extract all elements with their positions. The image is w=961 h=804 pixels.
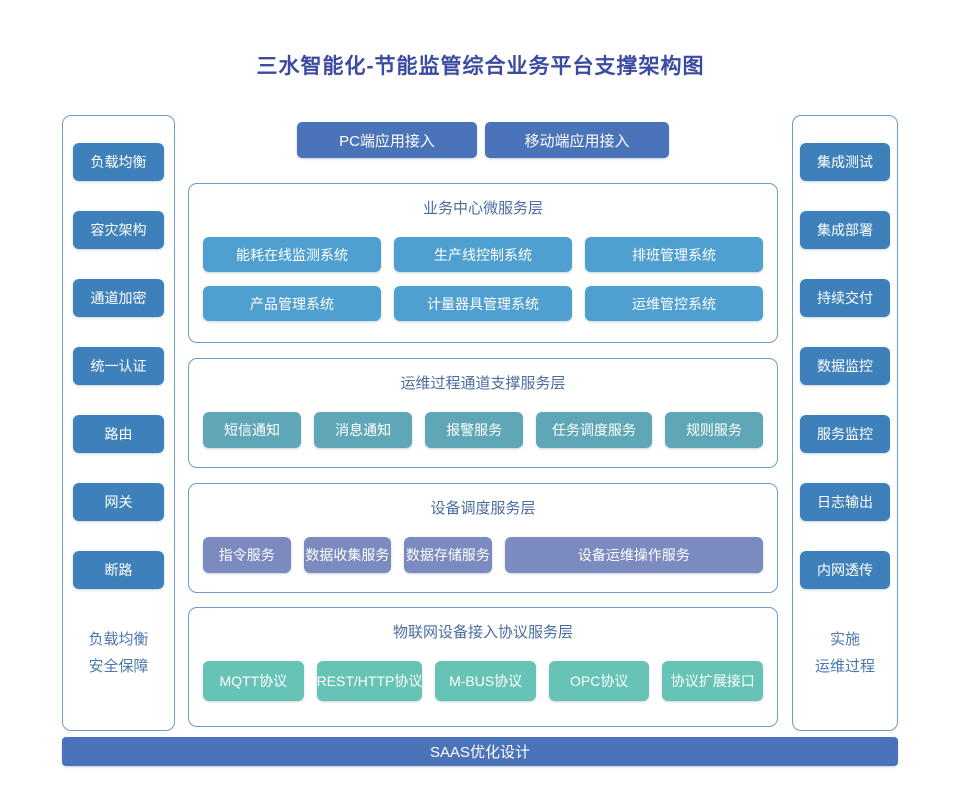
section-business-row1: 能耗在线监测系统 生产线控制系统 排班管理系统 [203, 237, 763, 272]
node-command-service: 指令服务 [203, 537, 291, 573]
section-channel-row1: 短信通知 消息通知 报警服务 任务调度服务 规则服务 [203, 412, 763, 448]
left-panel-caption-line1: 负载均衡 [88, 631, 149, 648]
right-panel-node-data-monitoring: 数据监控 [800, 347, 890, 385]
section-iot-row1: MQTT协议 REST/HTTP协议 M-BUS协议 OPC协议 协议扩展接口 [203, 661, 764, 701]
node-data-collection-service: 数据收集服务 [303, 537, 392, 573]
node-opc-protocol: OPC协议 [548, 661, 650, 701]
node-data-storage-service: 数据存储服务 [404, 537, 492, 573]
left-panel-node-routing: 路由 [73, 415, 164, 453]
node-alarm-service: 报警服务 [425, 412, 524, 448]
node-energy-monitoring-system: 能耗在线监测系统 [203, 237, 381, 272]
right-panel-caption: 实施 运维过程 [815, 626, 875, 680]
section-channel-rows: 短信通知 消息通知 报警服务 任务调度服务 规则服务 [189, 412, 777, 448]
node-protocol-extension-interface: 协议扩展接口 [662, 661, 764, 701]
right-panel-node-continuous-delivery: 持续交付 [800, 279, 890, 317]
node-product-management-system: 产品管理系统 [203, 286, 381, 321]
left-panel-node-gateway: 网关 [73, 483, 164, 521]
left-panel-node-disaster-recovery: 容灾架构 [73, 211, 164, 249]
mobile-access-node: 移动端应用接入 [485, 122, 669, 158]
node-production-line-control-system: 生产线控制系统 [394, 237, 572, 272]
section-device-rows: 指令服务 数据收集服务 数据存储服务 设备运维操作服务 [189, 537, 777, 573]
left-panel-node-circuit-breaker: 断路 [73, 551, 164, 589]
pc-access-node: PC端应用接入 [297, 122, 477, 158]
right-panel-node-integration-testing: 集成测试 [800, 143, 890, 181]
node-rest-http-protocol: REST/HTTP协议 [316, 661, 423, 701]
node-device-ops-operation-service: 设备运维操作服务 [504, 537, 763, 573]
left-panel-caption: 负载均衡 安全保障 [88, 626, 148, 680]
left-panel-caption-line2: 安全保障 [88, 658, 149, 675]
node-shift-management-system: 排班管理系统 [585, 237, 763, 272]
section-iot-title: 物联网设备接入协议服务层 [392, 624, 573, 641]
section-iot-protocols: 物联网设备接入协议服务层 MQTT协议 REST/HTTP协议 M-BUS协议 … [188, 607, 778, 727]
section-device-scheduling: 设备调度服务层 指令服务 数据收集服务 数据存储服务 设备运维操作服务 [188, 483, 778, 593]
right-panel: 集成测试 集成部署 持续交付 数据监控 服务监控 日志输出 内网透传 实施 运维… [792, 115, 898, 731]
diagram-title: 三水智能化-节能监管综合业务平台支撑架构图 [256, 55, 705, 78]
right-panel-node-integration-deployment: 集成部署 [800, 211, 890, 249]
section-channel-title: 运维过程通道支撑服务层 [400, 375, 566, 392]
left-panel-node-channel-encryption: 通道加密 [73, 279, 164, 317]
section-device-row1: 指令服务 数据收集服务 数据存储服务 设备运维操作服务 [203, 537, 763, 573]
node-mbus-protocol: M-BUS协议 [435, 661, 536, 701]
node-metering-instrument-system: 计量器具管理系统 [394, 286, 572, 321]
right-panel-node-log-output: 日志输出 [800, 483, 890, 521]
node-ops-control-system: 运维管控系统 [585, 286, 763, 321]
left-panel: 负载均衡 容灾架构 通道加密 统一认证 路由 网关 断路 负载均衡 安全保障 [62, 115, 175, 731]
left-panel-node-unified-auth: 统一认证 [73, 347, 164, 385]
right-panel-node-intranet-passthrough: 内网透传 [800, 551, 890, 589]
section-business-title: 业务中心微服务层 [422, 200, 543, 217]
right-panel-caption-line2: 运维过程 [814, 658, 875, 675]
section-channel-support: 运维过程通道支撑服务层 短信通知 消息通知 报警服务 任务调度服务 规则服务 [188, 358, 778, 468]
access-buttons-row: PC端应用接入 移动端应用接入 [188, 122, 778, 158]
section-device-title: 设备调度服务层 [430, 500, 536, 517]
node-mqtt-protocol: MQTT协议 [203, 661, 304, 701]
node-message-notification: 消息通知 [314, 412, 413, 448]
node-task-scheduling-service: 任务调度服务 [536, 412, 652, 448]
right-panel-node-service-monitoring: 服务监控 [800, 415, 890, 453]
section-business-row2: 产品管理系统 计量器具管理系统 运维管控系统 [203, 286, 763, 321]
section-business-rows: 能耗在线监测系统 生产线控制系统 排班管理系统 产品管理系统 计量器具管理系统 … [189, 237, 777, 321]
saas-optimization-bar: SAAS优化设计 [62, 737, 898, 766]
node-sms-notification: 短信通知 [203, 412, 302, 448]
right-panel-caption-line1: 实施 [829, 631, 860, 648]
node-rule-service: 规则服务 [664, 412, 763, 448]
section-business-microservices: 业务中心微服务层 能耗在线监测系统 生产线控制系统 排班管理系统 产品管理系统 … [188, 183, 778, 343]
section-iot-rows: MQTT协议 REST/HTTP协议 M-BUS协议 OPC协议 协议扩展接口 [189, 661, 777, 701]
left-panel-node-load-balancing: 负载均衡 [73, 143, 164, 181]
